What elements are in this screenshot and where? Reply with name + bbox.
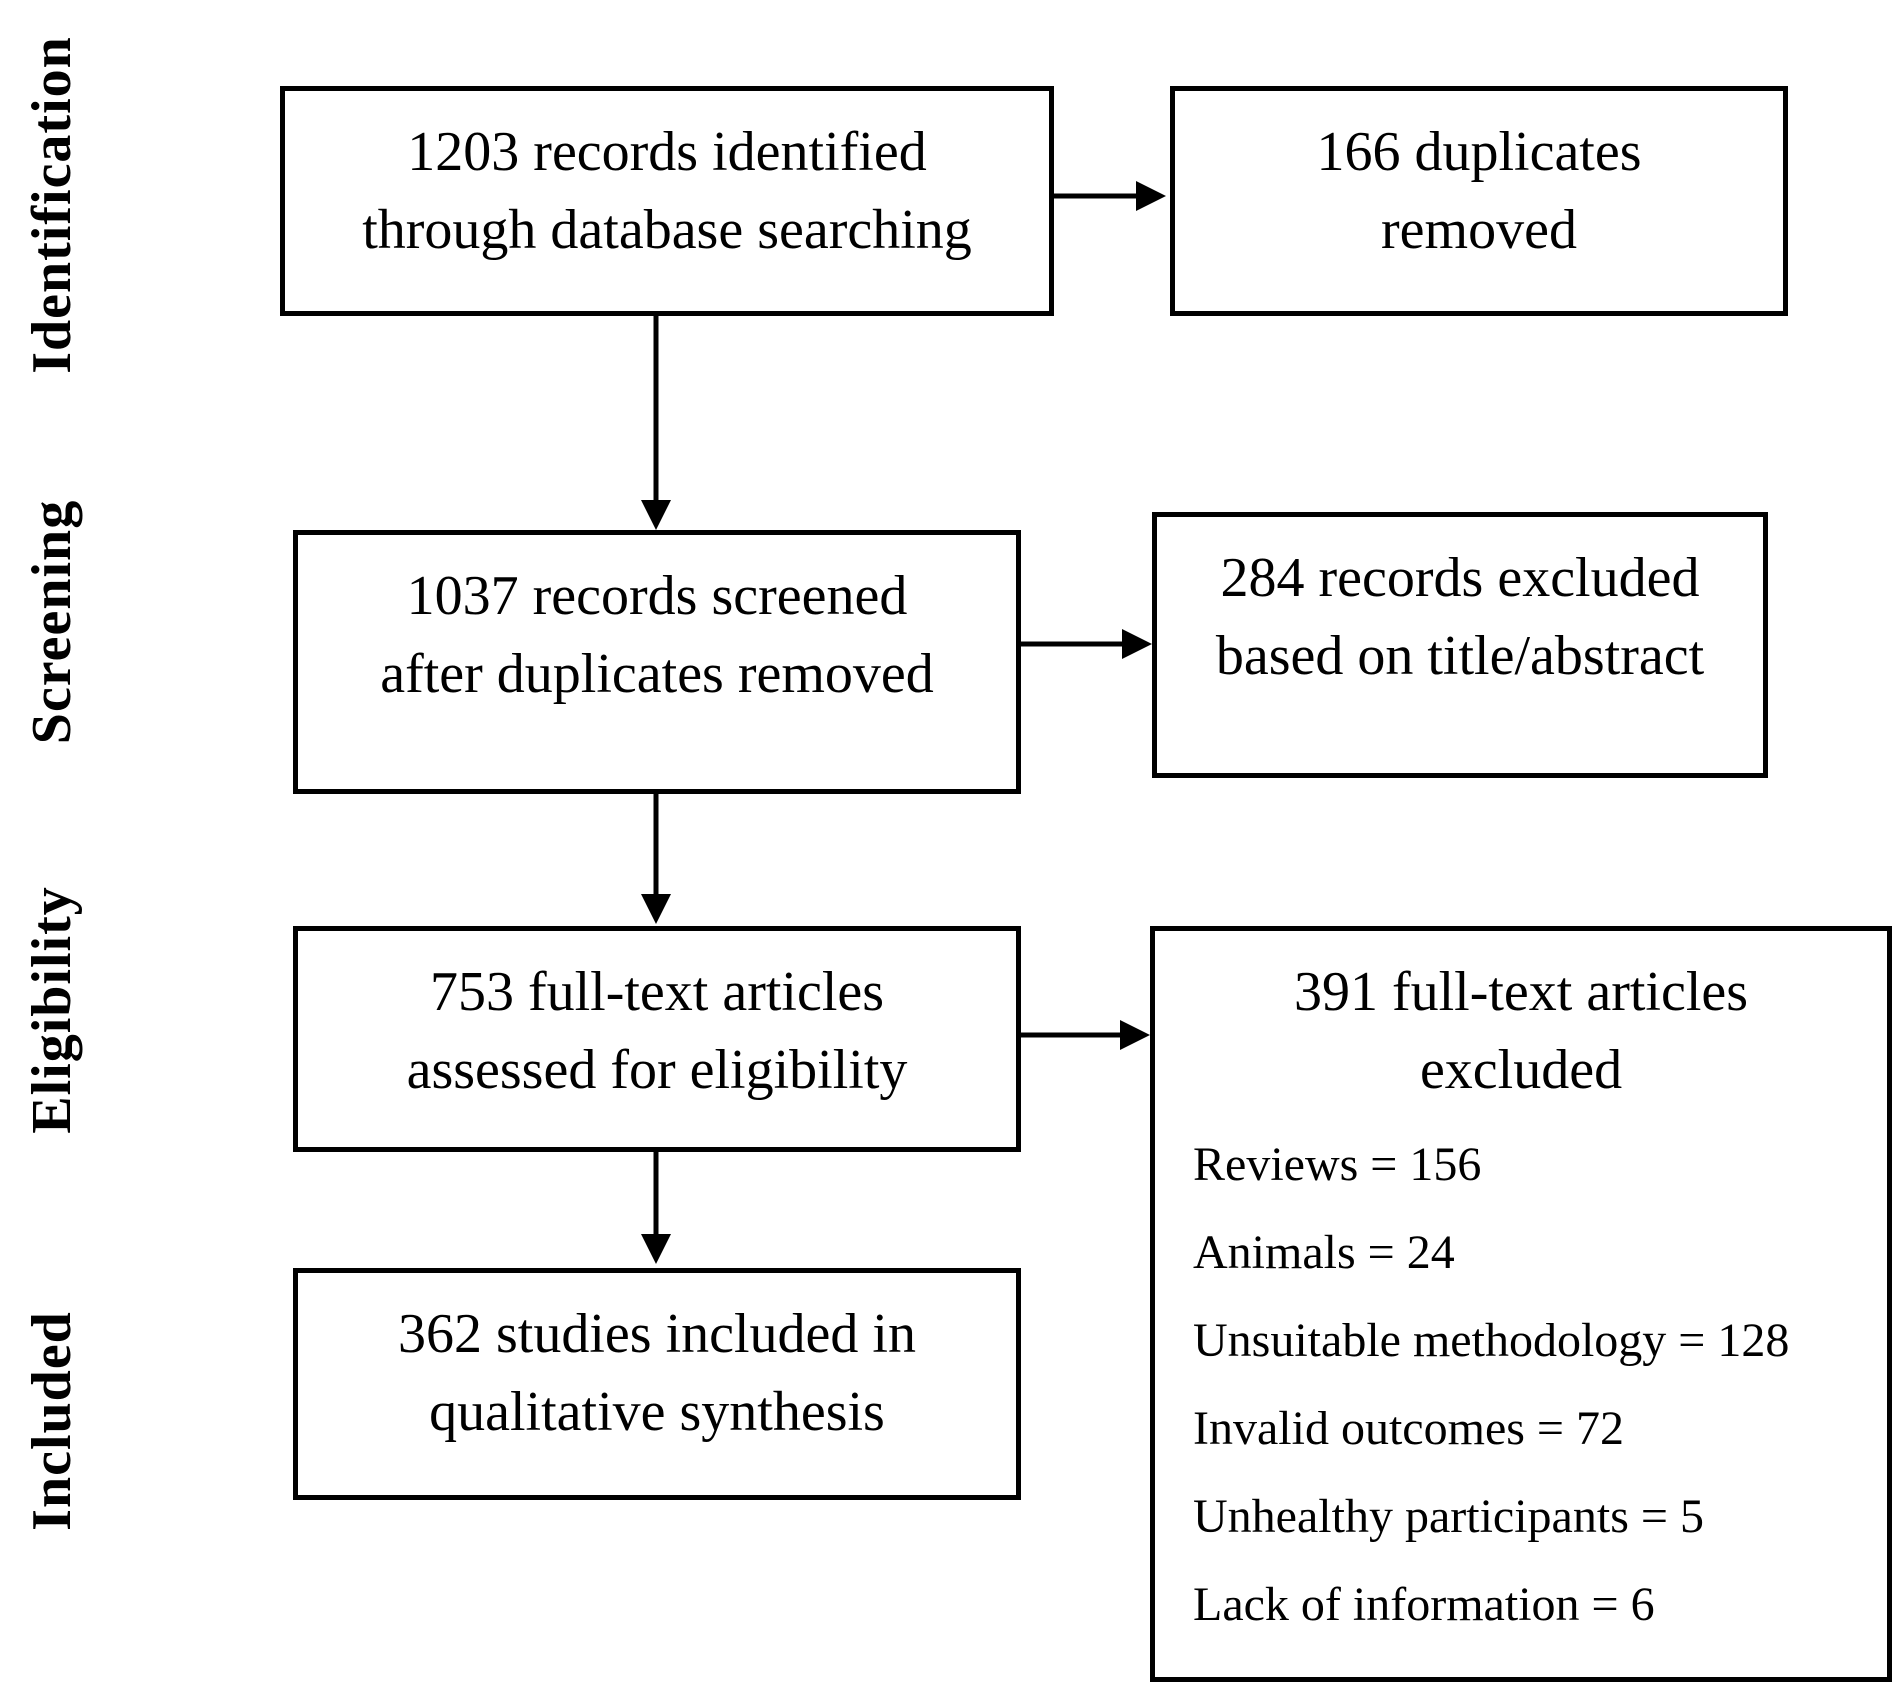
records-identified-line1: 1203 records identified: [407, 121, 927, 183]
records-excluded-line2: based on title/abstract: [1215, 625, 1705, 687]
box-duplicates-removed: 166 duplicates removed: [1170, 86, 1788, 316]
fulltext-assessed-line2: assessed for eligibility: [406, 1039, 908, 1101]
exclusion-reason-methodology: Unsuitable methodology = 128: [1193, 1314, 1790, 1367]
duplicates-removed-line2: removed: [1381, 199, 1577, 261]
records-identified-line2: through database searching: [362, 199, 972, 261]
arrow-to-included: [641, 1150, 671, 1264]
box-fulltext-assessed: 753 full-text articles assessed for elig…: [293, 926, 1021, 1152]
exclusion-reason-reviews: Reviews = 156: [1193, 1138, 1482, 1191]
duplicates-removed-line1: 166 duplicates: [1316, 121, 1642, 183]
exclusion-reason-animals: Animals = 24: [1193, 1226, 1455, 1279]
box-records-excluded-title: 284 records excluded based on title/abst…: [1152, 512, 1768, 778]
records-excluded-line1: 284 records excluded: [1220, 547, 1700, 609]
studies-included-line2: qualitative synthesis: [429, 1381, 885, 1443]
fulltext-assessed-line1: 753 full-text articles: [429, 961, 885, 1023]
box-records-screened: 1037 records screened after duplicates r…: [293, 530, 1021, 794]
exclusion-reasons-list: Reviews = 156 Animals = 24 Unsuitable me…: [1155, 1121, 1887, 1649]
arrow-to-screened: [641, 314, 671, 530]
exclusion-reason-outcomes: Invalid outcomes = 72: [1193, 1402, 1624, 1455]
box-fulltext-excluded: 391 full-text articles excluded Reviews …: [1150, 926, 1892, 1682]
box-records-identified: 1203 records identified through database…: [280, 86, 1054, 316]
records-screened-line1: 1037 records screened: [406, 565, 908, 627]
studies-included-line1: 362 studies included in: [398, 1303, 916, 1365]
arrow-to-fulltext-excluded: [1020, 1020, 1150, 1050]
box-studies-included: 362 studies included in qualitative synt…: [293, 1268, 1021, 1500]
fulltext-excluded-line1: 391 full-text articles: [1293, 961, 1749, 1023]
arrow-to-excluded-title: [1020, 629, 1152, 659]
fulltext-excluded-line2: excluded: [1419, 1039, 1623, 1101]
exclusion-reason-information: Lack of information = 6: [1193, 1578, 1655, 1631]
exclusion-reason-participants: Unhealthy participants = 5: [1193, 1490, 1704, 1543]
arrow-to-duplicates: [1052, 181, 1166, 211]
arrow-to-fulltext: [641, 792, 671, 924]
records-screened-line2: after duplicates removed: [380, 643, 934, 705]
